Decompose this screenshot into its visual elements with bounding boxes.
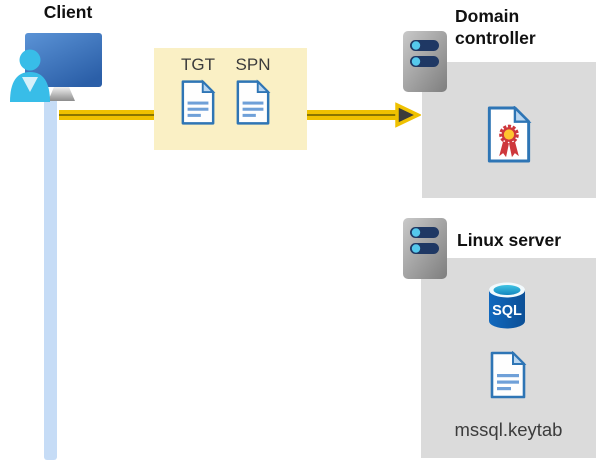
- tgt-ticket: TGT: [172, 55, 224, 131]
- keytab-label: mssql.keytab: [454, 419, 563, 440]
- domain-controller-server-icon: [403, 31, 447, 92]
- monitor-stand: [48, 87, 75, 101]
- arrow-head-icon: [395, 102, 421, 128]
- person-icon: [19, 49, 41, 71]
- monitor-icon: [25, 33, 102, 87]
- tgt-label: TGT: [181, 55, 215, 74]
- domain-controller-label: Domain controller: [455, 6, 536, 48]
- sql-database-icon: SQL: [489, 282, 525, 329]
- person-collar: [22, 77, 38, 92]
- certificate-icon: [487, 106, 532, 163]
- client-connection-line: [44, 96, 57, 460]
- sql-text: SQL: [492, 303, 522, 319]
- client-label: Client: [43, 2, 93, 22]
- keytab-document-icon: [490, 351, 527, 399]
- ticket-box: TGT SPN: [154, 48, 307, 150]
- linux-server-label: Linux server: [457, 230, 562, 250]
- linux-server-icon: [403, 218, 447, 279]
- spn-label: SPN: [235, 55, 271, 74]
- spn-ticket: SPN: [227, 55, 279, 131]
- tgt-document-icon: [181, 79, 216, 125]
- client-workstation-icon: [10, 33, 102, 102]
- spn-document-icon: [236, 79, 271, 125]
